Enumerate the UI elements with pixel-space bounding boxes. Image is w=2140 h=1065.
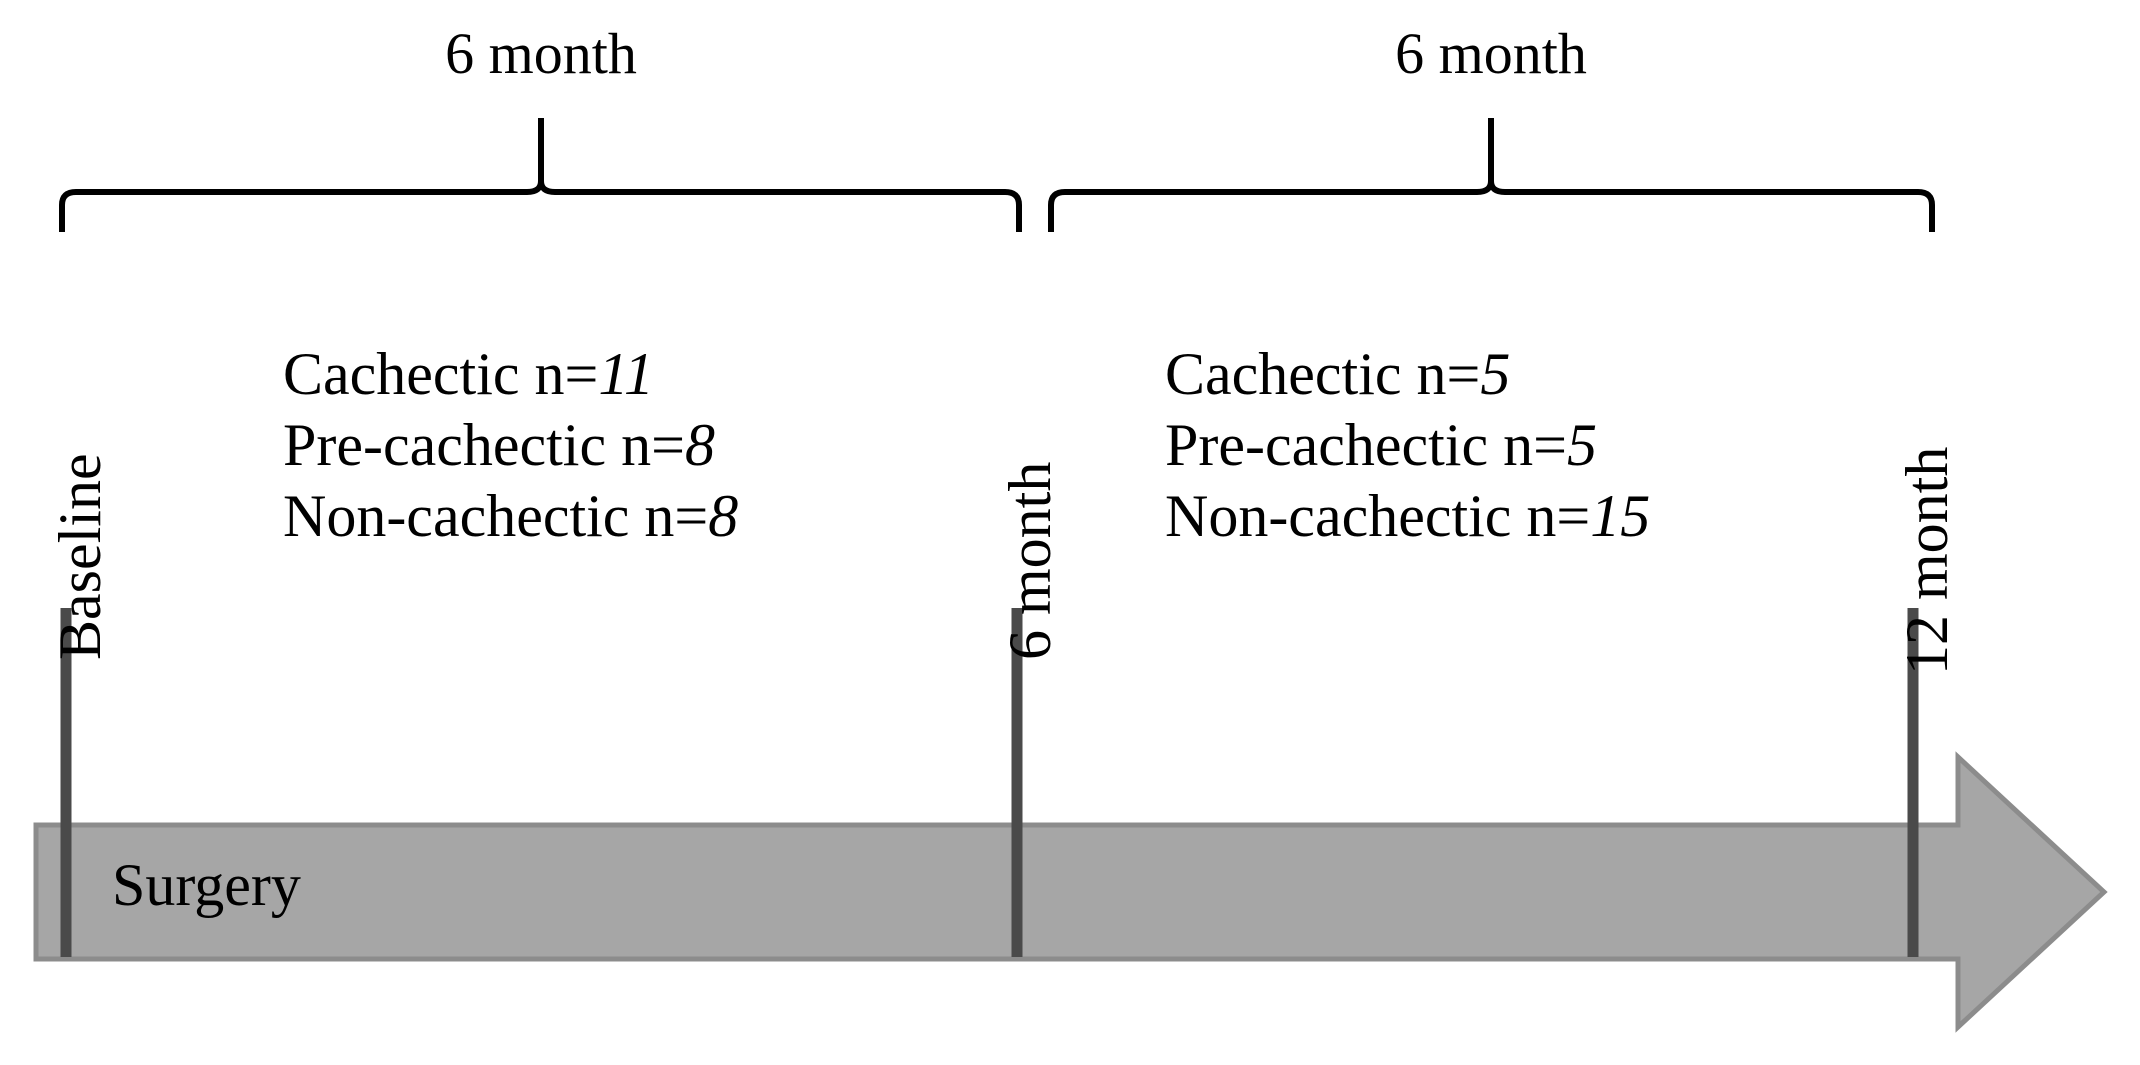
group-label: Non-cachectic n= — [1165, 482, 1591, 549]
timeline-arrow-label: Surgery — [112, 852, 301, 918]
timepoint-label-month6: 6 month — [997, 461, 1063, 660]
period-2-duration-label: 6 month — [1395, 21, 1587, 86]
group-count: 8 — [708, 482, 739, 549]
group-row: Cachectic n=5 — [1165, 339, 1650, 410]
group-count: 8 — [684, 411, 715, 478]
group-count: 5 — [1566, 411, 1597, 478]
group-label: Cachectic n= — [1165, 341, 1481, 407]
brace-period-2 — [1048, 118, 1935, 232]
timepoint-label-month12: 12 month — [1894, 446, 1960, 675]
timeline-arrow — [33, 751, 2108, 1033]
timepoint-label-baseline: Baseline — [47, 453, 113, 660]
group-label: Non-cachectic n= — [283, 482, 709, 549]
group-label: Pre-cachectic n= — [283, 411, 685, 478]
group-row: Non-cachectic n=8 — [283, 481, 738, 552]
group-label: Pre-cachectic n= — [1165, 411, 1567, 478]
group-count: 11 — [598, 341, 654, 407]
group-label: Cachectic n= — [283, 341, 599, 407]
brace-period-1 — [59, 118, 1022, 232]
group-count: 5 — [1480, 341, 1511, 407]
group-row: Pre-cachectic n=8 — [283, 410, 738, 481]
group-row: Cachectic n=11 — [283, 339, 738, 410]
group-row: Pre-cachectic n=5 — [1165, 410, 1650, 481]
group-count: 15 — [1590, 482, 1651, 549]
period-1-duration-label: 6 month — [445, 21, 637, 86]
period-1-group-list: Cachectic n=11 Pre-cachectic n=8 Non-cac… — [283, 339, 738, 551]
group-row: Non-cachectic n=15 — [1165, 481, 1650, 552]
period-2-group-list: Cachectic n=5 Pre-cachectic n=5 Non-cach… — [1165, 339, 1650, 551]
